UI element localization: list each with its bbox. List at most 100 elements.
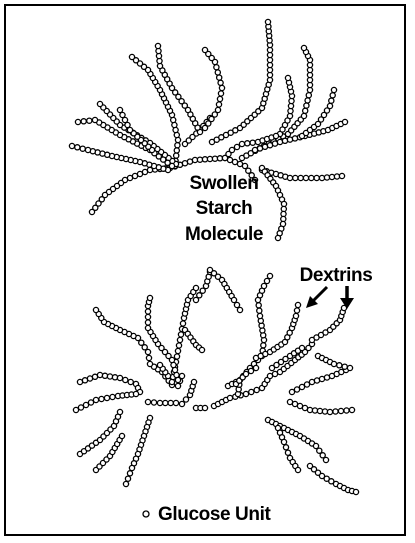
glucose-bead xyxy=(73,407,78,412)
glucose-bead xyxy=(75,119,80,124)
glucose-bead xyxy=(125,122,130,127)
glucose-bead xyxy=(309,175,314,180)
glucose-bead xyxy=(93,307,98,312)
glucose-bead xyxy=(129,465,134,470)
glucose-bead xyxy=(145,399,150,404)
glucose-bead xyxy=(303,175,308,180)
glucose-bead xyxy=(248,368,253,373)
glucose-bead xyxy=(125,476,130,481)
glucose-bead xyxy=(117,375,122,380)
glucose-bead xyxy=(245,141,250,146)
glucose-bead xyxy=(314,175,319,180)
glucose-bead xyxy=(176,343,181,348)
glucose-bead xyxy=(89,209,94,214)
glucose-bead xyxy=(217,96,222,101)
glucose-bead xyxy=(257,313,262,318)
label-molecule: Molecule xyxy=(185,224,263,245)
glucose-bead xyxy=(69,143,74,148)
glucose-bead xyxy=(145,320,150,325)
glucose-bead xyxy=(305,98,310,103)
glucose-bead xyxy=(202,405,207,410)
glucose-bead xyxy=(169,379,174,384)
glucose-bead xyxy=(183,397,188,402)
glucose-bead xyxy=(157,362,162,367)
glucose-bead xyxy=(146,355,151,360)
dextrin-chain xyxy=(289,367,348,394)
label-swollen: Swollen xyxy=(190,173,259,194)
glucose-bead xyxy=(78,405,83,410)
glucose-bead xyxy=(301,45,306,50)
glucose-bead xyxy=(97,372,102,377)
starch-chain xyxy=(202,47,224,130)
glucose-bead xyxy=(128,379,133,384)
glucose-bead xyxy=(120,112,125,117)
glucose-bead xyxy=(243,371,248,376)
glucose-bead xyxy=(219,85,224,90)
glucose-bead xyxy=(338,408,343,413)
glucose-bead xyxy=(92,117,97,122)
glucose-bead xyxy=(231,297,236,302)
dextrin-chain xyxy=(233,365,258,386)
glucose-bead xyxy=(342,119,347,124)
label-starch: Starch xyxy=(196,198,253,219)
glucose-bead xyxy=(215,107,220,112)
glucose-bead xyxy=(243,391,248,396)
glucose-bead xyxy=(218,80,223,85)
glucose-bead xyxy=(339,173,344,178)
label-dextrins: Dextrins xyxy=(300,265,373,286)
glucose-bead xyxy=(145,309,150,314)
glucose-bead xyxy=(145,325,150,330)
glucose-bead xyxy=(85,147,90,152)
glucose-bead xyxy=(281,439,286,444)
glucose-bead xyxy=(294,387,299,392)
glucose-bead xyxy=(173,400,178,405)
glucose-bead xyxy=(218,91,223,96)
glucose-bead xyxy=(133,391,138,396)
glucose-bead xyxy=(261,343,266,348)
glucose-bead xyxy=(349,407,354,412)
glucose-bead xyxy=(175,143,180,148)
glucose-bead xyxy=(88,400,93,405)
glucose-bead xyxy=(123,377,128,382)
glucose-bead xyxy=(293,175,298,180)
glucose-bead xyxy=(122,117,127,122)
dextrin-fragment-chains xyxy=(73,267,358,494)
glucose-bead xyxy=(216,102,221,107)
glucose-bead xyxy=(174,354,179,359)
glucose-bead xyxy=(199,347,204,352)
glucose-bead xyxy=(299,345,304,350)
glucose-bead xyxy=(179,401,184,406)
glucose-bead xyxy=(342,364,347,369)
glucose-bead xyxy=(283,445,288,450)
glucose-bead xyxy=(177,337,182,342)
glucose-bead xyxy=(353,489,358,494)
glucose-bead xyxy=(99,396,104,401)
dextrin-chain xyxy=(73,391,138,412)
glucose-bead xyxy=(327,103,332,108)
glucose-bead xyxy=(145,314,150,319)
dextrin-chain xyxy=(207,267,242,312)
glucose-bead xyxy=(294,308,299,313)
glucose-bead xyxy=(264,278,269,283)
glucose-bead xyxy=(250,140,255,145)
glucose-bead xyxy=(175,348,180,353)
glucose-bead xyxy=(331,87,336,92)
glucose-bead xyxy=(257,308,262,313)
glucose-bead xyxy=(330,93,335,98)
glucose-bead xyxy=(147,361,152,366)
glucose-bead xyxy=(293,313,298,318)
glucose-bead xyxy=(285,450,290,455)
glucose-bead xyxy=(202,47,207,52)
glucose-bead xyxy=(289,389,294,394)
glucose-bead xyxy=(102,373,107,378)
glucose-bead xyxy=(191,379,196,384)
glucose-bead xyxy=(127,127,132,132)
glucose-bead xyxy=(333,409,338,414)
glucose-bead xyxy=(295,302,300,307)
dextrin-chain xyxy=(182,327,204,352)
glucose-bead xyxy=(112,375,117,380)
glucose-bead xyxy=(234,302,239,307)
glucose-bead xyxy=(123,481,128,486)
glucose-bead xyxy=(253,365,258,370)
glucose-bead xyxy=(119,433,124,438)
